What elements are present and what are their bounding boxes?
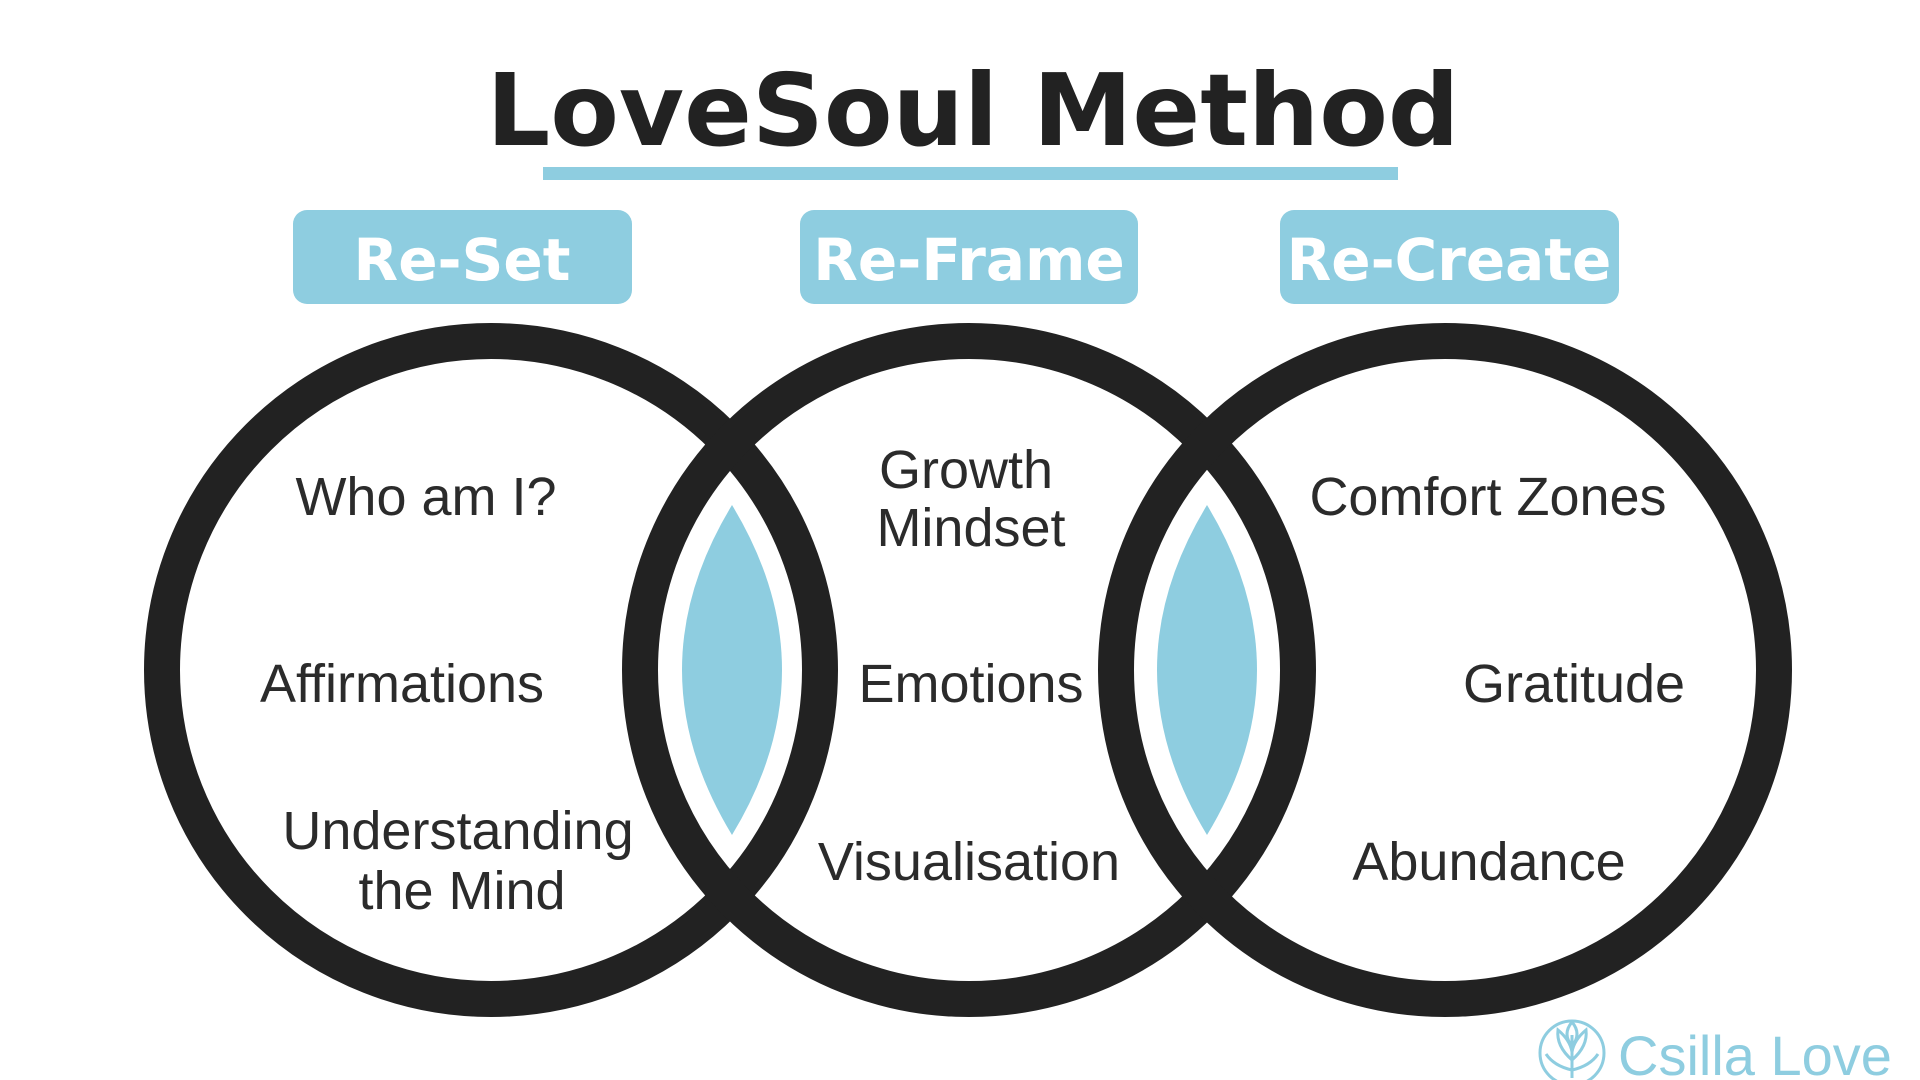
reset-item-1: Who am I? xyxy=(295,467,556,527)
reframe-item-1-line-2: Mindset xyxy=(876,498,1065,558)
stage-header-recreate: Re-Create xyxy=(1280,210,1619,304)
overlap-lens-right xyxy=(1157,505,1257,835)
ring-recreate xyxy=(1098,323,1792,1017)
title-underline xyxy=(543,167,1398,180)
stage-header-reset: Re-Set xyxy=(293,210,632,304)
brand-name: Csilla Love xyxy=(1618,1024,1892,1080)
stage-pill-reframe xyxy=(800,210,1138,304)
stage-header-reframe: Re-Frame xyxy=(800,210,1138,304)
recreate-item-3: Abundance xyxy=(1352,832,1625,892)
stage-label-reset: Re-Set xyxy=(354,226,571,294)
reset-item-3-line-1: Understanding xyxy=(282,801,633,861)
reset-item-2: Affirmations xyxy=(260,654,544,714)
ring-reframe xyxy=(622,323,1316,1017)
reframe-item-1-line-1: Growth xyxy=(879,440,1053,500)
stage-pill-recreate xyxy=(1280,210,1619,304)
reset-item-3-line-2: the Mind xyxy=(358,861,565,921)
overlap-lens-left xyxy=(682,505,782,835)
lotus-icon xyxy=(1538,1019,1606,1080)
stage-pill-reset xyxy=(293,210,632,304)
stage-label-reframe: Re-Frame xyxy=(813,226,1125,294)
reframe-item-2: Emotions xyxy=(858,654,1083,714)
brand-logo: Csilla Love xyxy=(1538,1019,1892,1080)
recreate-item-2: Gratitude xyxy=(1463,654,1685,714)
ring-reset xyxy=(144,323,838,1017)
page-title: LoveSoul Method xyxy=(486,52,1459,169)
recreate-item-1: Comfort Zones xyxy=(1309,467,1666,527)
reframe-item-3: Visualisation xyxy=(818,832,1120,892)
stage-label-recreate: Re-Create xyxy=(1287,226,1612,294)
